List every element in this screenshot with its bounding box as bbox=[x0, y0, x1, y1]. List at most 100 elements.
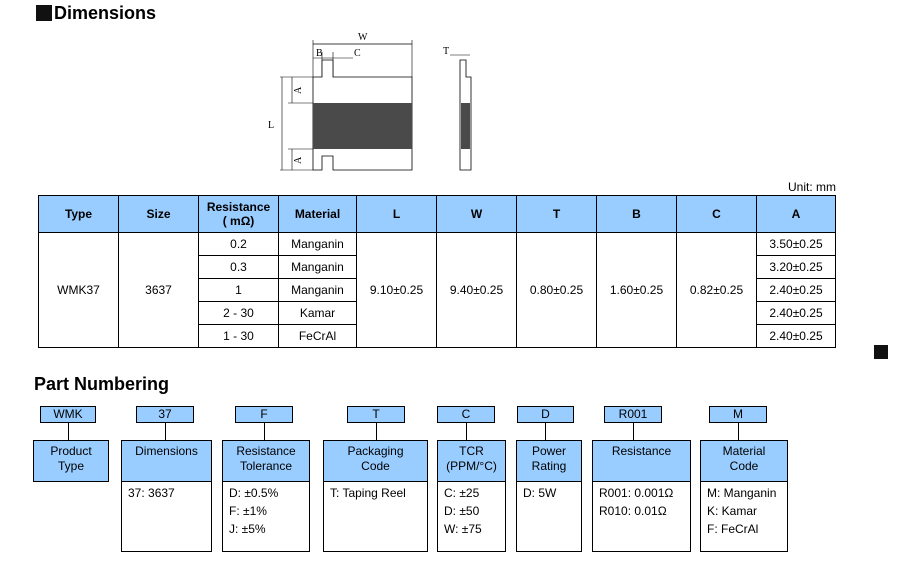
head-line: Resistance bbox=[611, 444, 672, 458]
header-l: L bbox=[356, 195, 437, 233]
body-dimensions: 37: 3637 bbox=[121, 481, 212, 552]
cell-type: WMK37 bbox=[38, 232, 119, 348]
connector-line bbox=[165, 423, 166, 440]
label-a-bottom: A bbox=[293, 156, 304, 164]
code-material: M bbox=[709, 406, 767, 423]
header-w: W bbox=[436, 195, 517, 233]
cell-size: 3637 bbox=[118, 232, 199, 348]
body-line: F: ±1% bbox=[229, 504, 267, 518]
cell-resistance: 2 - 30 bbox=[198, 301, 279, 325]
body-line: F: FeCrAl bbox=[707, 522, 759, 536]
head-power-rating: Power Rating bbox=[516, 440, 582, 482]
head-tcr: TCR (PPM/°C) bbox=[437, 440, 506, 482]
connector-line bbox=[466, 423, 467, 440]
body-power-rating: D: 5W bbox=[516, 481, 582, 552]
body-line: D: ±50 bbox=[444, 504, 480, 518]
code-product-type: WMK bbox=[40, 406, 96, 423]
body-line: J: ±5% bbox=[229, 522, 266, 536]
head-line: TCR bbox=[459, 444, 484, 458]
cell-resistance: 1 bbox=[198, 278, 279, 302]
cell-a: 3.50±0.25 bbox=[756, 232, 836, 256]
table-header-row: Type Size Resistance ( mΩ) Material L W … bbox=[38, 195, 836, 233]
cell-resistance: 0.3 bbox=[198, 255, 279, 279]
connector-line bbox=[738, 423, 739, 440]
cell-resistance: 1 - 30 bbox=[198, 324, 279, 348]
heading-square-icon bbox=[36, 5, 52, 21]
table-row: WMK37 3637 0.2 Manganin 9.10±0.25 9.40±0… bbox=[38, 232, 836, 348]
header-t: T bbox=[516, 195, 597, 233]
head-line: Tolerance bbox=[239, 459, 293, 473]
body-line: R010: 0.01Ω bbox=[599, 504, 667, 518]
body-line: D: 5W bbox=[523, 486, 557, 500]
cell-a: 3.20±0.25 bbox=[756, 255, 836, 279]
cell-material: Kamar bbox=[278, 301, 357, 325]
head-line: Rating bbox=[531, 459, 567, 473]
body-packaging: T: Taping Reel bbox=[323, 481, 428, 552]
cell-material: Manganin bbox=[278, 255, 357, 279]
head-line: Product bbox=[50, 444, 92, 458]
table-row: 1 - 30 FeCrAl 2.40±0.25 bbox=[39, 324, 836, 348]
code-resistance: R001 bbox=[604, 406, 662, 423]
dimensions-heading: Dimensions bbox=[36, 3, 156, 24]
cell-c: 0.82±0.25 bbox=[676, 232, 757, 348]
head-line: Material bbox=[722, 444, 766, 458]
section-marker-square bbox=[874, 345, 888, 359]
resistive-element bbox=[313, 103, 412, 149]
cell-w: 9.40±0.25 bbox=[436, 232, 517, 348]
connector-line bbox=[376, 423, 377, 440]
header-resistance: Resistance ( mΩ) bbox=[198, 195, 279, 233]
label-l: L bbox=[268, 120, 274, 131]
head-product-type: Product Type bbox=[33, 440, 109, 482]
body-line: K: Kamar bbox=[707, 504, 758, 518]
header-b: B bbox=[596, 195, 677, 233]
cell-material: Manganin bbox=[278, 278, 357, 302]
header-a: A bbox=[756, 195, 836, 233]
label-t: T bbox=[443, 46, 449, 57]
label-b: B bbox=[316, 48, 323, 59]
cell-b: 1.60±0.25 bbox=[596, 232, 677, 348]
head-resistance-tolerance: Resistance Tolerance bbox=[222, 440, 310, 482]
body-resistance-tolerance: D: ±0.5% F: ±1% J: ±5% bbox=[222, 481, 310, 552]
cell-a: 2.40±0.25 bbox=[756, 301, 836, 325]
body-resistance: R001: 0.001Ω R010: 0.01Ω bbox=[592, 481, 691, 552]
label-w: W bbox=[358, 32, 368, 43]
body-tcr: C: ±25 D: ±50 W: ±75 bbox=[437, 481, 506, 552]
connector-line bbox=[68, 423, 69, 440]
cell-l: 9.10±0.25 bbox=[356, 232, 437, 348]
head-material: Material Code bbox=[700, 440, 788, 482]
cell-material: FeCrAl bbox=[278, 324, 357, 348]
body-line: C: ±25 bbox=[444, 486, 480, 500]
dimension-drawing: W B C L A A T bbox=[268, 32, 472, 171]
code-tcr: C bbox=[437, 406, 495, 423]
dimensions-table: Type Size Resistance ( mΩ) Material L W … bbox=[38, 195, 836, 348]
header-size: Size bbox=[118, 195, 199, 233]
header-material: Material bbox=[278, 195, 357, 233]
header-type: Type bbox=[38, 195, 119, 233]
cell-a: 2.40±0.25 bbox=[756, 324, 836, 348]
unit-label: Unit: mm bbox=[788, 180, 836, 194]
head-line: Code bbox=[361, 459, 390, 473]
body-line: 37: 3637 bbox=[128, 486, 175, 500]
cell-a: 2.40±0.25 bbox=[756, 278, 836, 302]
label-a-top: A bbox=[293, 86, 304, 94]
header-c: C bbox=[676, 195, 757, 233]
code-power-rating: D bbox=[517, 406, 574, 423]
head-line: (PPM/°C) bbox=[446, 459, 497, 473]
table-row: 2 - 30 Kamar 2.40±0.25 bbox=[39, 301, 836, 325]
head-line: Packaging bbox=[347, 444, 404, 458]
cell-resistance: 0.2 bbox=[198, 232, 279, 256]
cell-t: 0.80±0.25 bbox=[516, 232, 597, 348]
head-packaging: Packaging Code bbox=[323, 440, 428, 482]
label-c: C bbox=[354, 48, 361, 59]
cell-material: Manganin bbox=[278, 232, 357, 256]
table-row: 0.3 Manganin 3.20±0.25 bbox=[39, 255, 836, 279]
part-numbering-title: Part Numbering bbox=[34, 374, 170, 394]
head-line: Resistance bbox=[236, 444, 296, 458]
body-material: M: Manganin K: Kamar F: FeCrAl bbox=[700, 481, 788, 552]
code-packaging: T bbox=[347, 406, 405, 423]
head-line: Dimensions bbox=[135, 444, 198, 458]
body-line: R001: 0.001Ω bbox=[599, 486, 674, 500]
connector-line bbox=[545, 423, 546, 440]
head-line: Power bbox=[531, 444, 566, 458]
connector-line bbox=[264, 423, 265, 440]
